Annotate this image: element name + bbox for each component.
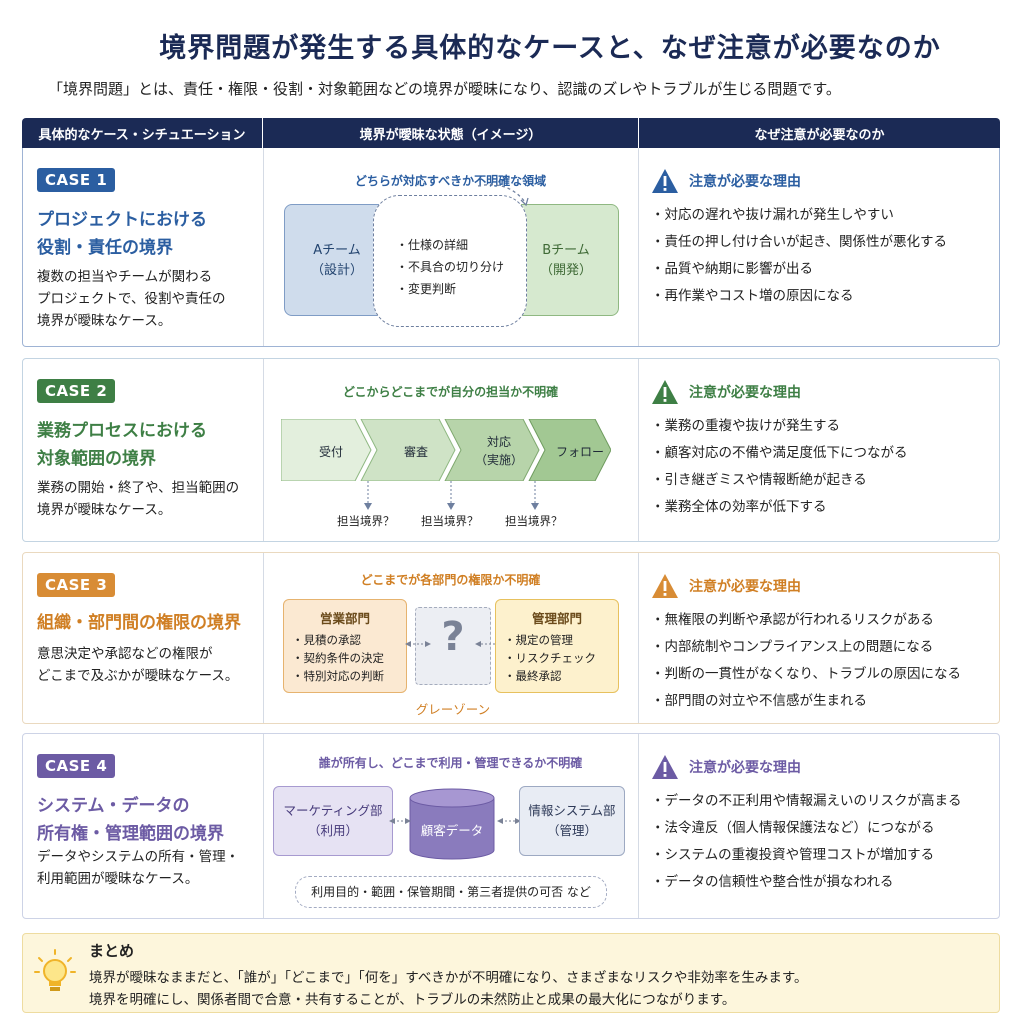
list-item: 判断の一貫性がなくなり、トラブルの原因になる <box>651 661 961 688</box>
case-row-1: CASE 1 プロジェクトにおける役割・責任の境界 複数の担当やチームが関わるプ… <box>22 148 1000 347</box>
list-item: 見積の承認 <box>292 631 406 649</box>
database-label: 顧客データ <box>420 823 484 838</box>
column-header-case: 具体的なケース・シチュエーション <box>22 118 263 148</box>
column-header-image: 境界が曖昧な状態（イメージ） <box>263 118 639 148</box>
summary-box: まとめ 境界が曖昧なままだと、「誰が」「どこまで」「何を」すべきかが不明確になり… <box>22 933 1000 1013</box>
sales-department-box: 営業部門 見積の承認 契約条件の決定 特別対応の判断 <box>283 599 407 693</box>
reason-list: 業務の重複や抜けが発生する 顧客対応の不備や満足度低下につながる 引き継ぎミスや… <box>651 413 908 521</box>
list-item: 部門間の対立や不信感が生まれる <box>651 688 961 715</box>
list-item: 品質や納期に影響が出る <box>651 256 947 283</box>
warning-icon <box>652 574 678 598</box>
diagram-caption: 誰が所有し、どこまで利用・管理できるか不明確 <box>318 756 583 770</box>
case-row-4: CASE 4 システム・データの所有権・管理範囲の境界 データやシステムの所有・… <box>22 733 1000 919</box>
list-item: システムの重複投資や管理コストが増加する <box>651 842 962 869</box>
summary-title: まとめ <box>89 942 135 960</box>
lightbulb-icon <box>34 949 76 991</box>
list-item: 仕様の詳細 <box>396 234 504 256</box>
diagram-caption: どちらが対応すべきか不明確な領域 <box>354 174 547 188</box>
step-label: フォロー <box>555 445 604 459</box>
step-label: 受付 <box>318 445 343 459</box>
list-item: 規定の管理 <box>504 631 618 649</box>
table-header: 具体的なケース・シチュエーション 境界が曖昧な状態（イメージ） なぜ注意が必要な… <box>22 118 1000 148</box>
information-systems-box: 情報システム部（管理） <box>519 786 625 856</box>
marketing-box: マーケティング部（利用） <box>273 786 393 856</box>
case-badge: CASE 3 <box>37 573 116 597</box>
list-item: 法令違反（個人情報保護法など）につながる <box>651 815 962 842</box>
process-flow <box>281 419 611 481</box>
grey-zone-label: グレーゾーン <box>415 702 491 717</box>
database-icon <box>409 788 495 860</box>
case-description: 意思決定や承認などの権限がどこまで及ぶかが曖昧なケース。 <box>37 646 239 684</box>
warning-icon <box>652 169 678 193</box>
intro-text: 「境界問題」とは、責任・権限・役割・対象範囲などの境界が曖昧になり、認識のズレや… <box>48 80 841 98</box>
case-title: プロジェクトにおける役割・責任の境界 <box>37 210 207 258</box>
summary-line: 境界を明確にし、関係者間で合意・共有することが、トラブルの未然防止と成果の最大化… <box>89 992 736 1008</box>
list-item: 無権限の判断や承認が行われるリスクがある <box>651 607 961 634</box>
list-item: 変更判断 <box>396 278 504 300</box>
step-label: 審査 <box>403 445 428 459</box>
warning-icon <box>652 380 678 404</box>
reason-list: 無権限の判断や承認が行われるリスクがある 内部統制やコンプライアンス上の問題にな… <box>651 607 961 715</box>
case-badge: CASE 4 <box>37 754 116 778</box>
list-item: リスクチェック <box>504 649 618 667</box>
list-item: 特別対応の判断 <box>292 667 406 685</box>
team-b-box: Bチーム（開発） <box>513 204 619 316</box>
overlap-zone: 仕様の詳細 不具合の切り分け 変更判断 <box>373 195 527 327</box>
grey-zone-box: ? <box>415 607 491 685</box>
case-title: 業務プロセスにおける対象範囲の境界 <box>37 421 207 469</box>
reason-list: 対応の遅れや抜け漏れが発生しやすい 責任の押し付け合いが起き、関係性が悪化する … <box>651 202 948 310</box>
list-item: データの信頼性や整合性が損なわれる <box>651 869 962 896</box>
boundary-label: 担当境界？ <box>505 514 563 528</box>
case-title: システム・データの所有権・管理範囲の境界 <box>37 796 224 844</box>
case-row-3: CASE 3 組織・部門間の権限の境界 意思決定や承認などの権限がどこまで及ぶか… <box>22 552 1000 724</box>
case-badge: CASE 1 <box>37 168 116 192</box>
list-item: 業務全体の効率が低下する <box>651 494 908 521</box>
boundary-label: 担当境界？ <box>337 514 395 528</box>
list-item: 最終承認 <box>504 667 618 685</box>
curved-arrow-icon <box>477 184 529 207</box>
case-title: 組織・部門間の権限の境界 <box>37 613 241 633</box>
case-description: 複数の担当やチームが関わるプロジェクトで、役割や責任の境界が曖昧なケース。 <box>37 269 226 329</box>
case-description: 業務の開始・終了や、担当範囲の境界が曖昧なケース。 <box>37 480 240 518</box>
reason-heading: 注意が必要な理由 <box>651 379 801 405</box>
reason-heading: 注意が必要な理由 <box>651 573 801 599</box>
boundary-label: 担当境界？ <box>421 514 479 528</box>
scope-pill: 利用目的・範囲・保管期間・第三者提供の可否 など <box>295 876 607 908</box>
list-item: 契約条件の決定 <box>292 649 406 667</box>
list-item: 業務の重複や抜けが発生する <box>651 413 908 440</box>
management-department-box: 管理部門 規定の管理 リスクチェック 最終承認 <box>495 599 619 693</box>
list-item: 対応の遅れや抜け漏れが発生しやすい <box>651 202 947 229</box>
case-row-2: CASE 2 業務プロセスにおける対象範囲の境界 業務の開始・終了や、担当範囲の… <box>22 358 1000 542</box>
page-title: 境界問題が発生する具体的なケースと、なぜ注意が必要なのか <box>159 33 941 64</box>
reason-heading: 注意が必要な理由 <box>651 168 801 194</box>
summary-line: 境界が曖昧なままだと、「誰が」「どこまで」「何を」すべきかが不明確になり、さまざ… <box>89 970 808 986</box>
diagram-caption: どこまでが各部門の権限か不明確 <box>360 573 541 587</box>
double-arrow-icon <box>405 641 501 647</box>
double-arrow-icon <box>389 818 521 824</box>
case-description: データやシステムの所有・管理・利用範囲が曖昧なケース。 <box>37 849 240 887</box>
column-header-reason: なぜ注意が必要なのか <box>754 127 885 143</box>
warning-icon <box>652 755 678 779</box>
diagram-caption: どこからどこまでが自分の担当か不明確 <box>342 385 559 399</box>
list-item: データの不正利用や情報漏えいのリスクが高まる <box>651 788 962 815</box>
list-item: 内部統制やコンプライアンス上の問題になる <box>651 634 961 661</box>
list-item: 責任の押し付け合いが起き、関係性が悪化する <box>651 229 948 256</box>
case-badge: CASE 2 <box>37 379 116 403</box>
team-a-box: Aチーム（設計） <box>284 204 390 316</box>
list-item: 引き継ぎミスや情報断絶が起きる <box>651 467 908 494</box>
step-label: 対応（実施） <box>474 435 523 467</box>
list-item: 再作業やコスト増の原因になる <box>651 283 947 310</box>
question-mark-icon: ? <box>441 614 465 660</box>
reason-heading: 注意が必要な理由 <box>651 754 801 780</box>
reason-list: データの不正利用や情報漏えいのリスクが高まる 法令違反（個人情報保護法など）につ… <box>651 788 962 896</box>
list-item: 顧客対応の不備や満足度低下につながる <box>651 440 908 467</box>
boundary-arrows <box>364 481 539 510</box>
list-item: 不具合の切り分け <box>396 256 504 278</box>
